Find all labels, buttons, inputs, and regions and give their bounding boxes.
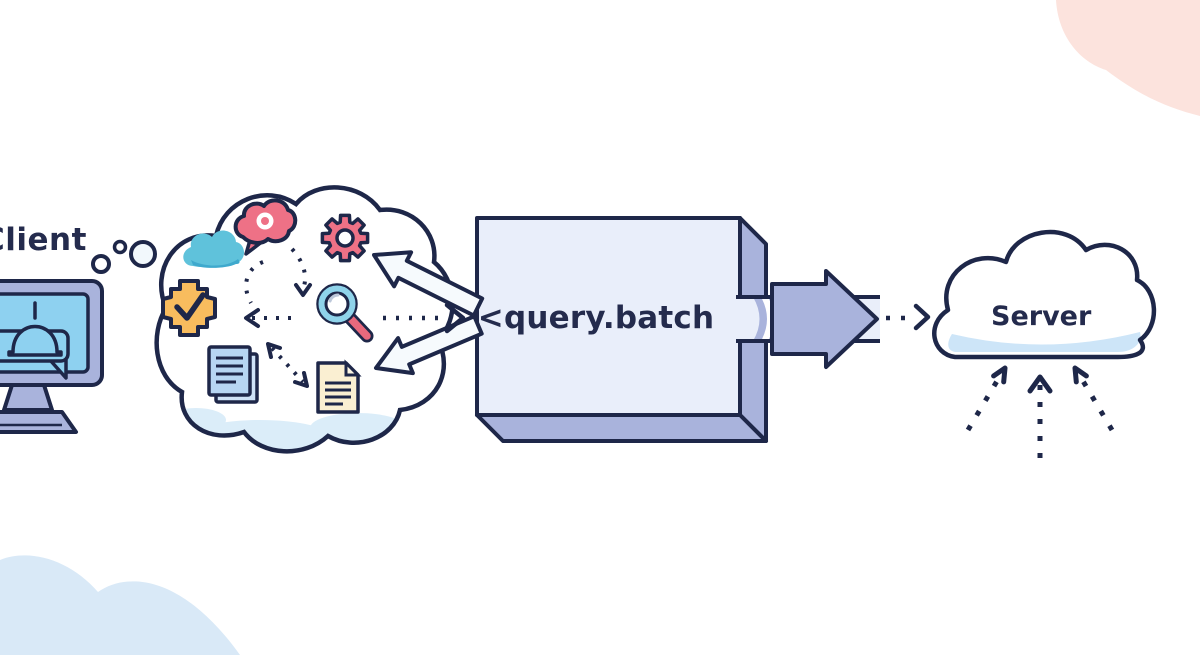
documents-icon — [207, 345, 259, 404]
chat-bubble-icon — [233, 198, 298, 256]
server-cloud-icon — [932, 229, 1157, 360]
file-icon — [316, 359, 362, 414]
batch-box-label: <query.batch — [477, 300, 715, 336]
magnifying-glass-icon — [316, 283, 374, 343]
dotted-query-connector — [383, 302, 466, 334]
verified-badge-icon — [161, 279, 217, 337]
cloud-icon — [183, 230, 245, 268]
flow-arrow-icon — [770, 269, 879, 369]
response-arrow-icon — [374, 314, 484, 376]
corner-decoration-blue — [0, 555, 240, 655]
notification-bell-icon — [0, 301, 70, 380]
thought-trail — [91, 239, 157, 274]
dashed-connectors — [244, 247, 312, 388]
client-label: Client — [0, 222, 87, 258]
monitor-icon — [0, 279, 104, 434]
request-arrow-icon — [372, 250, 485, 318]
gear-icon — [320, 213, 370, 263]
server-label: Server — [991, 301, 1092, 332]
corner-decoration-pink — [1056, 0, 1200, 116]
batch-box — [475, 216, 768, 443]
upload-arrows-icon — [965, 365, 1115, 458]
dashed-arrow-to-server — [886, 303, 931, 331]
